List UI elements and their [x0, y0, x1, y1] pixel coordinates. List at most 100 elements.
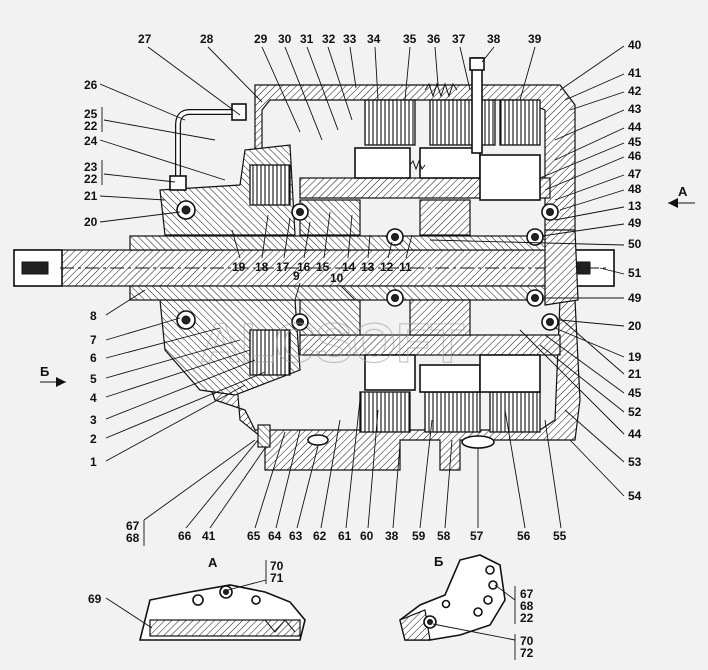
callout-22-b-view: 22 — [520, 611, 534, 625]
callout-9: 9 — [293, 269, 300, 283]
housing-bottom — [199, 299, 581, 471]
callout-35: 35 — [403, 32, 417, 46]
callout-30: 30 — [278, 32, 292, 46]
gear-block-upper-c — [479, 154, 541, 201]
callout-72: 72 — [520, 646, 534, 660]
callout-63: 63 — [289, 529, 303, 543]
callout-13-right: 13 — [628, 199, 642, 213]
callout-58: 58 — [437, 529, 451, 543]
callout-40: 40 — [628, 38, 642, 52]
gear-block-upper-a — [354, 147, 411, 179]
callout-54: 54 — [628, 489, 642, 503]
callout-25: 25 — [84, 107, 98, 121]
callout-13-inner: 13 — [361, 260, 375, 274]
callout-57: 57 — [470, 529, 484, 543]
callout-10: 10 — [330, 271, 344, 285]
clutch-pack-1-upper — [364, 99, 416, 146]
clutch-pack-3-lower — [489, 391, 541, 433]
callout-41-bottom: 41 — [202, 529, 216, 543]
inner-callouts: 19 18 17 16 15 14 13 12 11 9 10 — [232, 260, 412, 285]
shaft-left-keyway — [21, 261, 49, 275]
section-arrow-b: Б — [40, 364, 66, 387]
callout-61: 61 — [338, 529, 352, 543]
callout-7: 7 — [90, 333, 97, 347]
top-leaders — [147, 46, 536, 141]
callout-53: 53 — [628, 455, 642, 469]
gear-block-lower-c — [479, 354, 541, 393]
sleeve-upper — [129, 235, 551, 251]
callout-19-inner: 19 — [232, 260, 246, 274]
callout-47: 47 — [628, 167, 642, 181]
magnet-plug-1 — [307, 434, 329, 446]
callout-6: 6 — [90, 351, 97, 365]
callout-41: 41 — [628, 66, 642, 80]
callout-26: 26 — [84, 78, 98, 92]
view-b-section — [399, 609, 431, 641]
spring-upper — [424, 82, 458, 98]
bearings — [176, 200, 559, 331]
callout-27: 27 — [138, 32, 152, 46]
callout-22-b: 22 — [84, 172, 98, 186]
gear-block-lower-a — [364, 354, 416, 391]
callout-20-right: 20 — [628, 319, 642, 333]
callout-11: 11 — [399, 260, 412, 274]
callout-33: 33 — [343, 32, 357, 46]
right-flange — [544, 229, 579, 306]
left-leaders — [99, 83, 266, 462]
bottom-leaders — [143, 399, 562, 546]
clutch-pack-3-upper — [499, 99, 541, 146]
callout-38-bottom: 38 — [385, 529, 399, 543]
callout-49-lower: 49 — [628, 291, 642, 305]
callout-16: 16 — [297, 260, 311, 274]
callout-15: 15 — [316, 260, 330, 274]
left-callouts: 26 25 22 24 23 22 21 20 8 7 6 5 4 3 2 1 — [84, 78, 98, 469]
callout-48: 48 — [628, 182, 642, 196]
callout-34: 34 — [367, 32, 381, 46]
callout-71: 71 — [270, 571, 284, 585]
callout-22-a: 22 — [84, 119, 98, 133]
pipe-fitting-top — [231, 103, 247, 121]
spring-small — [409, 159, 426, 171]
callout-5: 5 — [90, 372, 97, 386]
view-b-title: Б — [434, 554, 443, 569]
callout-12: 12 — [380, 260, 394, 274]
gear-block-lower-b — [419, 364, 481, 393]
callout-36: 36 — [427, 32, 441, 46]
callout-70-b: 70 — [520, 634, 534, 648]
callout-64: 64 — [268, 529, 282, 543]
gear-block-upper-b — [419, 147, 481, 179]
callout-31: 31 — [300, 32, 314, 46]
callout-46: 46 — [628, 149, 642, 163]
clutch-pack-left-upper — [249, 164, 291, 206]
callout-55: 55 — [553, 529, 567, 543]
callout-28: 28 — [200, 32, 214, 46]
callout-19-right: 19 — [628, 350, 642, 364]
bottom-plug — [257, 424, 271, 448]
inner-leaders — [231, 211, 413, 301]
callout-21-right: 21 — [628, 367, 642, 381]
callout-68-b: 68 — [520, 599, 534, 613]
clutch-pack-2-lower — [424, 391, 481, 433]
sleeve-lower — [129, 285, 551, 301]
callout-20-left: 20 — [84, 215, 98, 229]
selector-rod — [471, 57, 483, 154]
view-a-marker: А — [678, 184, 688, 199]
callout-56: 56 — [517, 529, 531, 543]
clutch-pack-1-lower — [359, 391, 411, 433]
callout-43: 43 — [628, 102, 642, 116]
callout-8: 8 — [90, 309, 97, 323]
top-callouts: 27 28 29 30 31 32 33 34 35 36 37 38 39 — [138, 32, 542, 46]
callout-59: 59 — [412, 529, 426, 543]
pipe-fitting-left — [169, 175, 187, 191]
callout-21-left: 21 — [84, 189, 98, 203]
clutch-pack-2-upper — [429, 99, 496, 146]
watermark: ALCSOFT — [200, 311, 464, 374]
view-a-section — [149, 619, 301, 637]
callout-4: 4 — [90, 391, 97, 405]
callout-49-upper: 49 — [628, 216, 642, 230]
section-arrow-a: А — [668, 184, 695, 208]
callout-14: 14 — [342, 260, 356, 274]
callout-44-lower: 44 — [628, 427, 642, 441]
callout-2: 2 — [90, 432, 97, 446]
callout-29: 29 — [254, 32, 268, 46]
